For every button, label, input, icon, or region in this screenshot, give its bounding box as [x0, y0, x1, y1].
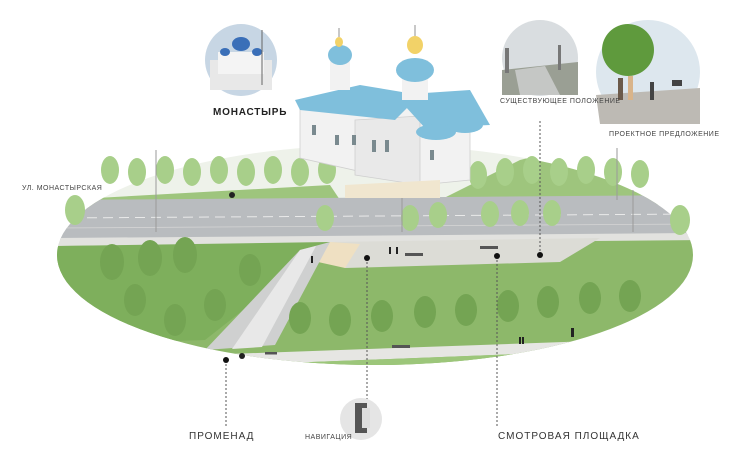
benches [265, 246, 498, 355]
road [57, 195, 693, 240]
monastery-building [295, 25, 490, 198]
plaza [330, 238, 600, 268]
label-navigation: НАВИГАЦИЯ [305, 434, 353, 441]
label-promenade: ПРОМЕНАД [189, 431, 255, 442]
photo-monastery [205, 24, 277, 96]
photo-existing [502, 20, 578, 96]
leader-lines [225, 120, 541, 428]
leader-markers [223, 252, 543, 363]
label-proposal: ПРОЕКТНОЕ ПРЕДЛОЖЕНИЕ [609, 131, 720, 138]
label-existing: СУЩЕСТВУЮЩЕЕ ПОЛОЖЕНИЕ [500, 98, 621, 105]
trees-slope [100, 237, 641, 336]
promenade-path [200, 340, 620, 365]
label-viewpoint: СМОТРОВАЯ ПЛОЩАДКА [498, 431, 640, 442]
people [229, 192, 574, 359]
photo-navigation [340, 398, 382, 440]
photo-proposal [596, 20, 700, 124]
label-monastery: МОНАСТЫРЬ [213, 107, 288, 118]
trees-upper [65, 156, 690, 235]
label-street: УЛ. МОНАСТЫРСКАЯ [22, 185, 103, 192]
